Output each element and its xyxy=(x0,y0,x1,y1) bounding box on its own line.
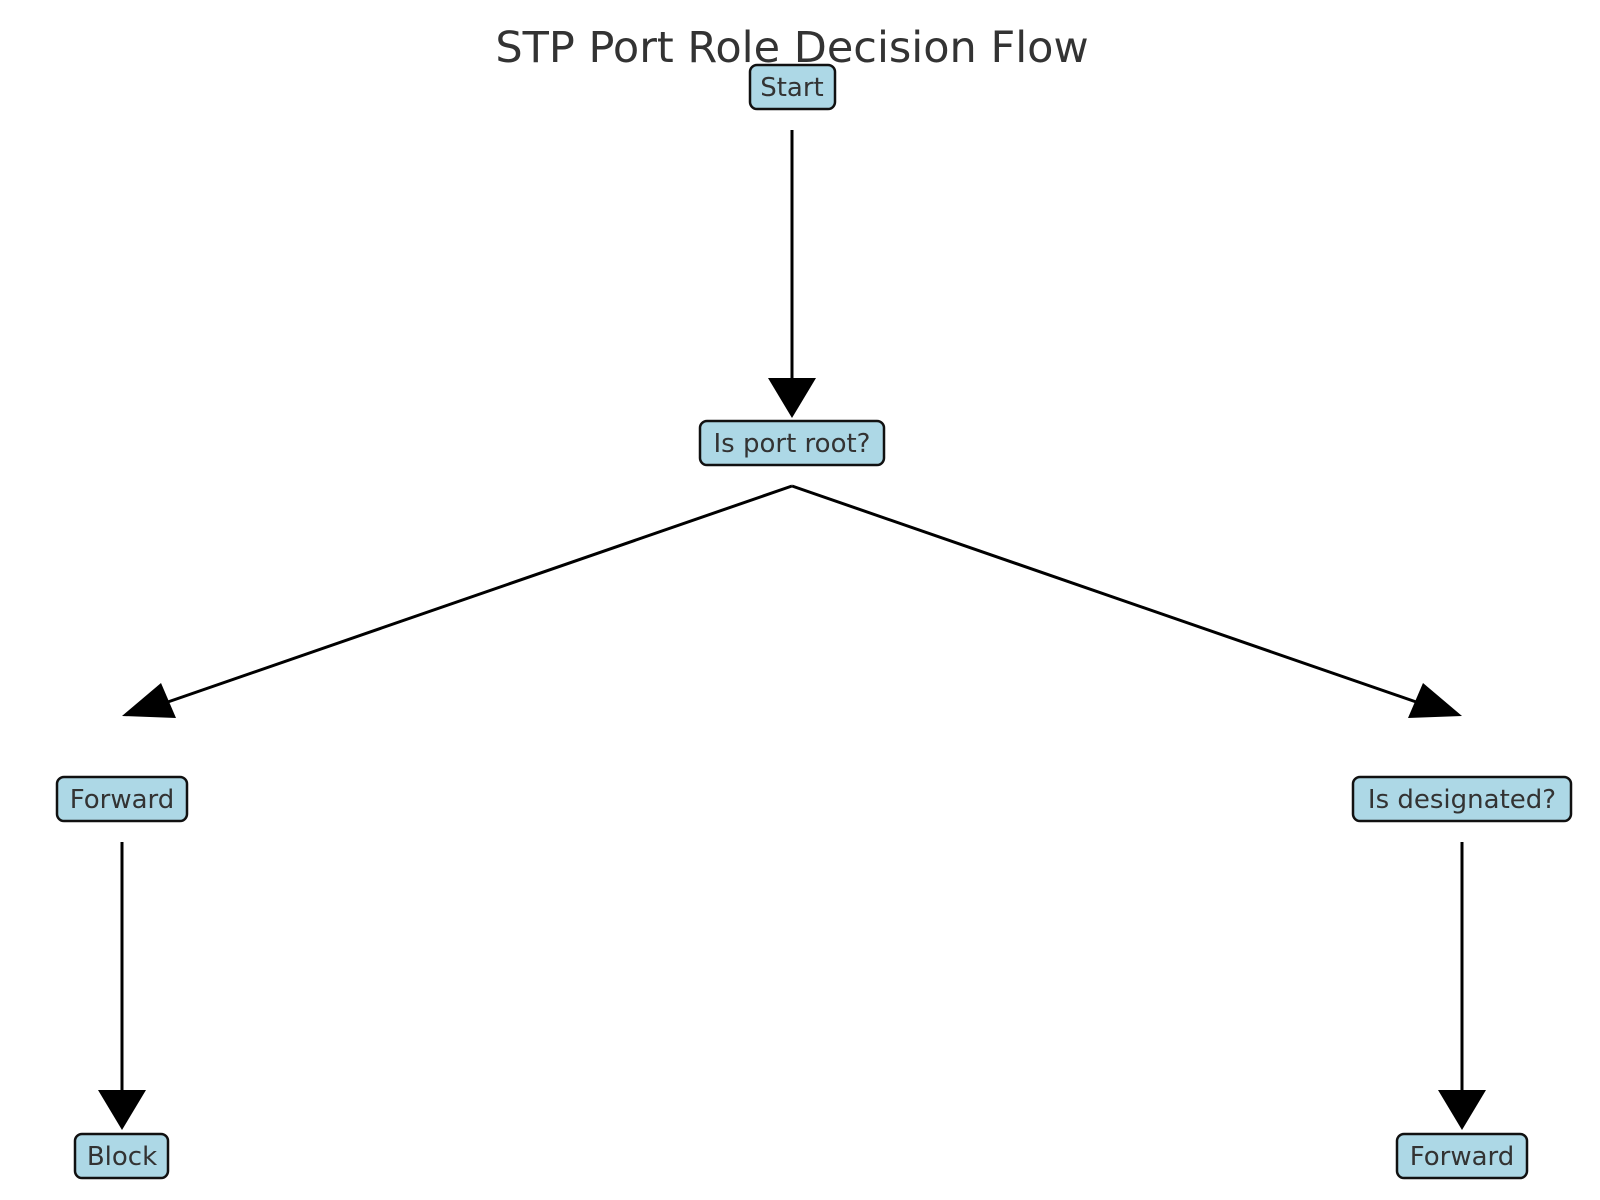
node-box xyxy=(55,775,189,823)
node-box xyxy=(1395,1132,1529,1180)
node-box xyxy=(698,419,886,467)
node-box xyxy=(748,63,837,111)
edge-is-designated-to-forward-right xyxy=(1438,842,1486,1130)
arrowhead xyxy=(98,1090,146,1130)
arrowhead xyxy=(122,683,176,718)
edge-is-port-root-to-forward-left xyxy=(122,484,793,718)
node-is-designated: Is designated? xyxy=(1351,775,1573,823)
node-forward-right: Forward xyxy=(1395,1132,1529,1180)
edge-forward-left-to-block xyxy=(98,842,146,1130)
arrowhead xyxy=(1438,1090,1486,1130)
node-label: Start xyxy=(760,73,824,103)
node-label: Is port root? xyxy=(714,429,871,459)
node-start: Start xyxy=(748,63,837,111)
arrowhead xyxy=(1408,683,1462,718)
node-label: Forward xyxy=(70,785,175,815)
node-is-port-root: Is port root? xyxy=(698,419,886,467)
edge-start-to-is-port-root xyxy=(768,130,816,418)
node-label: Is designated? xyxy=(1368,785,1556,815)
node-box xyxy=(73,1132,170,1180)
arrowhead xyxy=(768,378,816,418)
node-block: Block xyxy=(73,1132,170,1180)
node-forward-left: Forward xyxy=(55,775,189,823)
node-label: Block xyxy=(87,1142,157,1172)
node-label: Forward xyxy=(1410,1142,1515,1172)
node-box xyxy=(1351,775,1573,823)
edge-is-port-root-to-is-designated xyxy=(791,484,1462,718)
